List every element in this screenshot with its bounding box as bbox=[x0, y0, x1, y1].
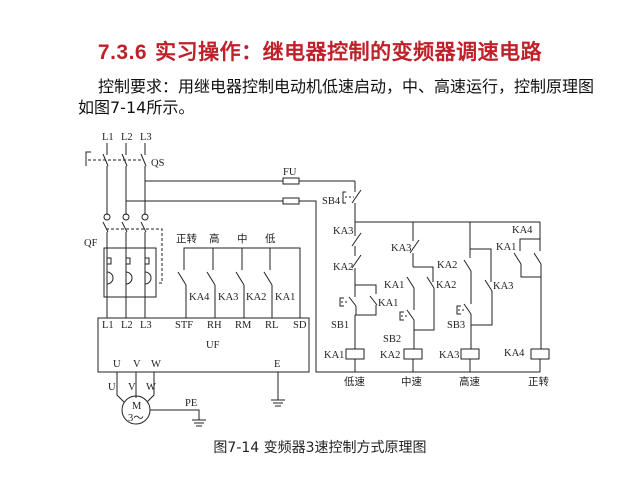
breaker-qf: QF bbox=[84, 213, 163, 318]
ctl-ka2-nc: KA2 bbox=[333, 262, 353, 273]
requirement-text: 控制要求：用继电器控制电动机低速启动，中、高速运行，控制原理图如图7-14所示。 bbox=[78, 77, 595, 117]
ctl-ka3-nc: KA3 bbox=[333, 226, 353, 237]
contact-ka1: KA1 bbox=[275, 292, 295, 303]
ctl-ka2-hold: KA2 bbox=[436, 280, 456, 291]
contact-ka2: KA2 bbox=[246, 292, 266, 303]
label-forward: 正转 bbox=[176, 232, 197, 245]
func-mid-speed: 中速 bbox=[401, 375, 422, 388]
motor-lead-w: W bbox=[146, 382, 156, 393]
fuse-fu: FU bbox=[126, 167, 540, 373]
contact-ka3: KA3 bbox=[218, 292, 238, 303]
uf-name: UF bbox=[206, 340, 220, 351]
uf-term-rh: RH bbox=[207, 320, 222, 331]
main-switch-qs: QS bbox=[85, 143, 165, 215]
func-forward: 正转 bbox=[528, 375, 549, 388]
contact-ka4: KA4 bbox=[189, 292, 210, 303]
sb2-label: SB2 bbox=[383, 334, 401, 345]
slide-title: 7.3.6 实习操作：继电器控制的变频器调速电路 bbox=[0, 36, 640, 66]
uf-term-u: U bbox=[113, 359, 121, 370]
motor-lead-v: V bbox=[128, 382, 136, 393]
ctl-ka2-high: KA2 bbox=[437, 260, 457, 271]
ctl-ka1-fwd: KA1 bbox=[496, 242, 516, 253]
coil-ka2: KA2 bbox=[380, 350, 400, 361]
uf-term-rl: RL bbox=[265, 320, 278, 331]
supply-l3: L3 bbox=[140, 132, 152, 143]
uf-term-rm: RM bbox=[235, 320, 252, 331]
label-low: 低 bbox=[265, 232, 276, 245]
func-high-speed: 高速 bbox=[459, 375, 480, 388]
motor-symbol: M bbox=[132, 401, 142, 412]
label-mid: 中 bbox=[237, 232, 248, 245]
inverter-uf bbox=[97, 317, 310, 373]
uf-term-l3: L3 bbox=[140, 320, 152, 331]
coil-ka1: KA1 bbox=[324, 350, 344, 361]
control-circuit bbox=[339, 181, 550, 372]
section-number: 7.3.6 bbox=[97, 41, 148, 64]
ctl-ka1-hold: KA1 bbox=[378, 298, 398, 309]
uf-term-sd: SD bbox=[293, 320, 307, 331]
uf-term-stf: STF bbox=[175, 320, 193, 331]
sb1-label: SB1 bbox=[331, 320, 349, 331]
ctl-ka3-nc-mid: KA3 bbox=[391, 243, 411, 254]
motor-lead-u: U bbox=[108, 382, 116, 393]
ctl-ka1-mid: KA1 bbox=[384, 280, 404, 291]
pe-label: PE bbox=[185, 398, 197, 409]
motor bbox=[116, 372, 285, 427]
ctl-ka3-hold: KA3 bbox=[493, 281, 513, 292]
qf-label: QF bbox=[84, 238, 98, 249]
figure-caption: 图7-14 变频器3速控制方式原理图 bbox=[213, 440, 427, 456]
title-text: 实习操作：继电器控制的变频器调速电路 bbox=[155, 40, 543, 64]
uf-term-v: V bbox=[133, 359, 141, 370]
uf-term-e: E bbox=[274, 359, 280, 370]
uf-term-l2: L2 bbox=[121, 320, 133, 331]
label-high: 高 bbox=[209, 232, 220, 245]
func-low-speed: 低速 bbox=[344, 375, 365, 388]
coil-ka4: KA4 bbox=[504, 348, 525, 359]
supply-l1: L1 bbox=[102, 132, 114, 143]
inverter-input-contacts bbox=[177, 247, 301, 318]
uf-term-l1: L1 bbox=[102, 320, 114, 331]
supply-l2: L2 bbox=[121, 132, 133, 143]
uf-term-w: W bbox=[151, 359, 161, 370]
motor-phase: 3～ bbox=[128, 413, 144, 424]
sb4-label: SB4 bbox=[322, 196, 341, 207]
coil-ka3: KA3 bbox=[439, 350, 459, 361]
sb3-label: SB3 bbox=[447, 320, 465, 331]
fu-label: FU bbox=[283, 167, 297, 178]
qs-label: QS bbox=[151, 158, 165, 169]
ctl-ka4-label: KA4 bbox=[512, 225, 533, 236]
